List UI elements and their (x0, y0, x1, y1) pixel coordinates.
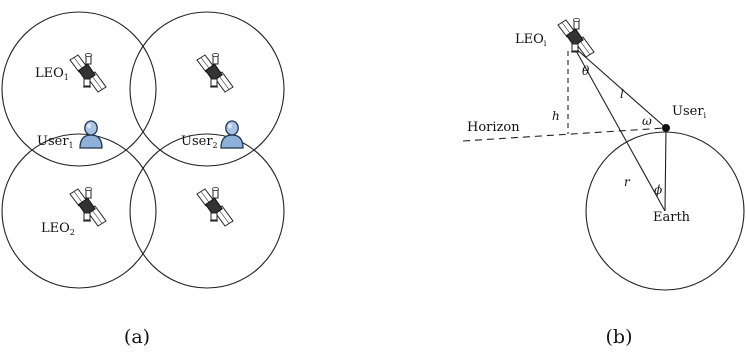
horizon-line (462, 127, 666, 142)
phi-label: ϕ (654, 183, 662, 197)
user2-label: User2 (181, 134, 218, 150)
leo2-label: LEO2 (41, 221, 75, 237)
coverage-circle-bottom-right (129, 133, 285, 289)
omega-label: ω (642, 114, 652, 128)
satellite-icon (557, 17, 595, 58)
panel-a: LEO1 User1 User2 LEO2 (a) (1, 11, 285, 348)
earth-radius-line (664, 127, 667, 212)
panel-b: LEOi Useri Horizon Earth θ l h ω r ϕ (b) (462, 17, 745, 348)
r-label: r (624, 175, 631, 189)
satellite-icon (196, 186, 234, 227)
leo1-label: LEO1 (35, 66, 69, 82)
horizon-label: Horizon (467, 120, 520, 135)
caption-b: (b) (606, 326, 633, 348)
l-label: l (620, 87, 624, 101)
h-label: h (552, 109, 560, 123)
slant-range-line (573, 46, 667, 129)
satellite-icon (69, 52, 107, 93)
leo-i-label: LEOi (515, 32, 547, 48)
user1-label: User1 (37, 134, 74, 150)
earth-circle (585, 131, 745, 291)
coverage-circle-bottom-left (1, 133, 157, 289)
user-position-dot (662, 124, 670, 132)
caption-a: (a) (124, 326, 150, 348)
satellite-icon (196, 52, 234, 93)
earth-label: Earth (653, 210, 691, 225)
user-i-label: Useri (672, 104, 707, 120)
theta-label: θ (582, 64, 590, 78)
user-icon (220, 120, 244, 149)
coverage-circle-top-left (1, 11, 157, 167)
sat-to-center-line (573, 46, 666, 212)
coverage-circle-top-right (129, 11, 285, 167)
satellite-icon (69, 186, 107, 227)
